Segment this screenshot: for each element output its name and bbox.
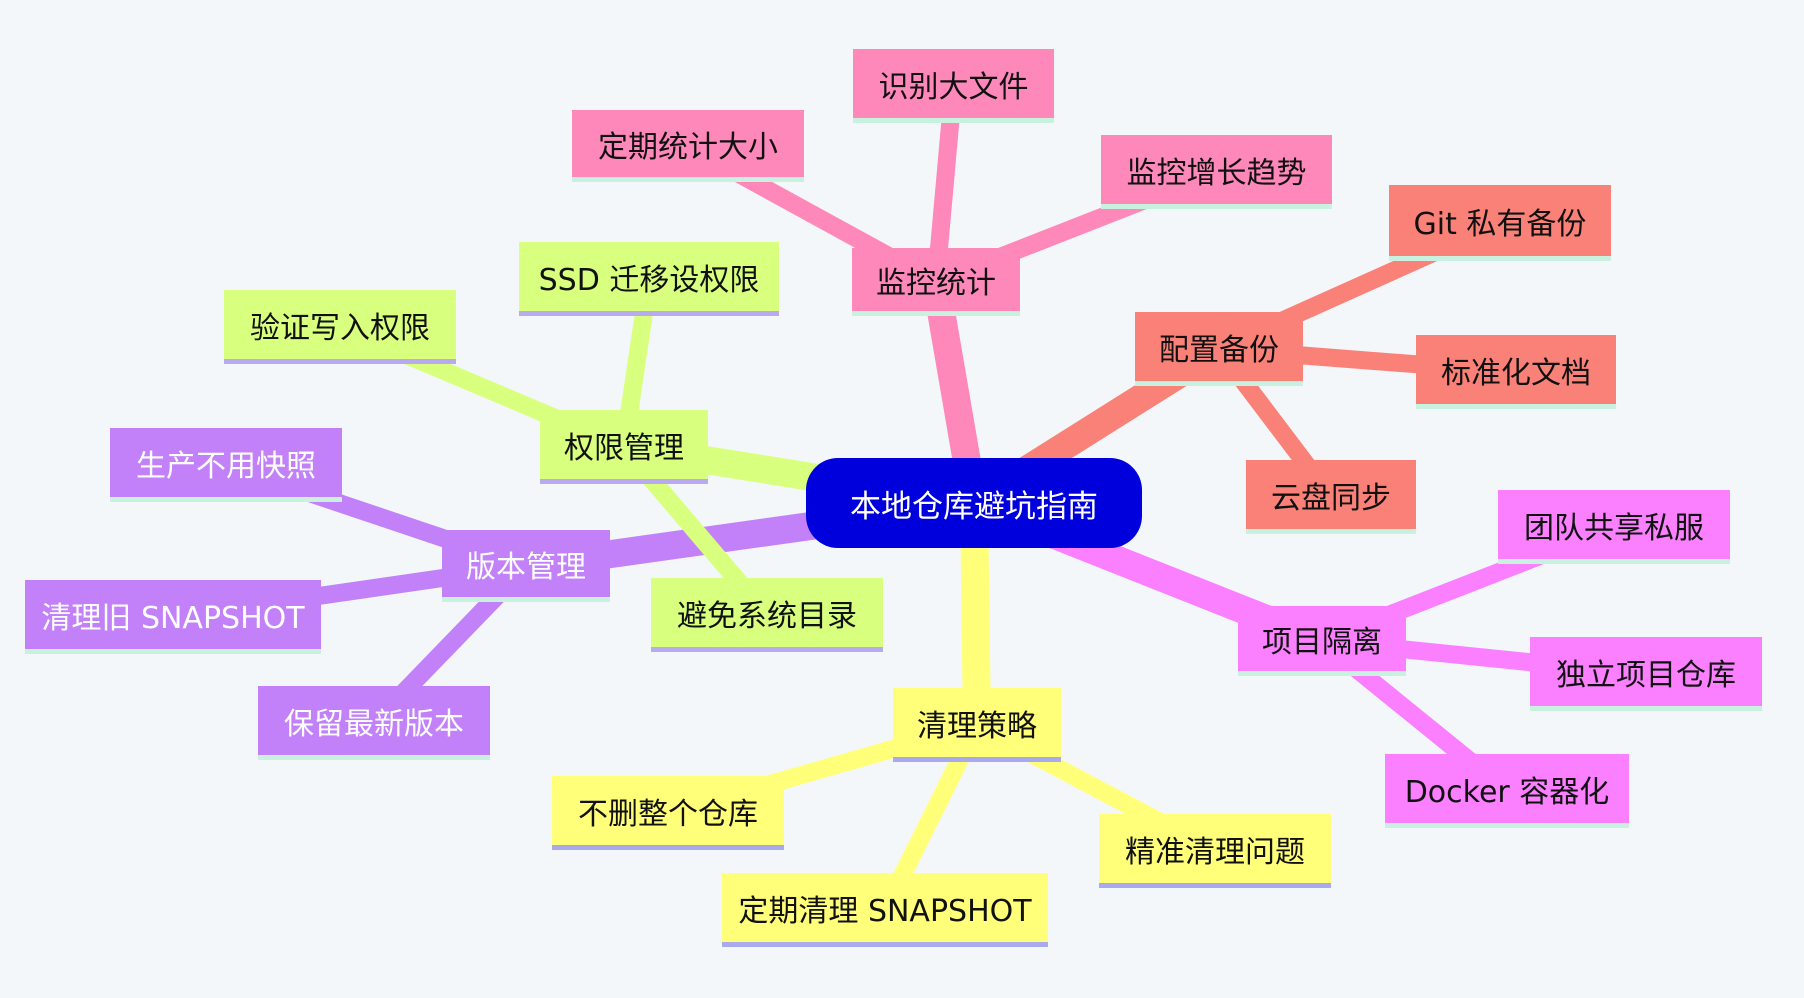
leaf-node[interactable]: 独立项目仓库	[1530, 637, 1762, 711]
root-node[interactable]: 本地仓库避坑指南	[806, 458, 1142, 548]
leaf-node[interactable]: 云盘同步	[1246, 460, 1416, 534]
leaf-node[interactable]: 生产不用快照	[110, 428, 342, 502]
leaf-node[interactable]: 保留最新版本	[258, 686, 490, 760]
leaf-node[interactable]: 定期清理 SNAPSHOT	[722, 873, 1048, 947]
branch-node-isolate[interactable]: 项目隔离	[1238, 606, 1406, 676]
leaf-node[interactable]: 监控增长趋势	[1101, 135, 1332, 209]
branch-node-version[interactable]: 版本管理	[442, 530, 610, 602]
leaf-node[interactable]: 验证写入权限	[224, 290, 456, 364]
leaf-node[interactable]: 定期统计大小	[572, 110, 804, 182]
branch-node-cleanup[interactable]: 清理策略	[893, 688, 1061, 762]
leaf-node[interactable]: 识别大文件	[853, 49, 1054, 123]
leaf-node[interactable]: 避免系统目录	[651, 578, 883, 652]
leaf-node[interactable]: 精准清理问题	[1099, 814, 1331, 888]
leaf-node[interactable]: 清理旧 SNAPSHOT	[25, 580, 321, 654]
leaf-node[interactable]: 标准化文档	[1416, 335, 1616, 409]
leaf-node[interactable]: 团队共享私服	[1498, 490, 1730, 564]
branch-node-monitor[interactable]: 监控统计	[852, 248, 1020, 316]
leaf-node[interactable]: 不删整个仓库	[552, 776, 784, 850]
leaf-node[interactable]: Docker 容器化	[1385, 754, 1629, 828]
leaf-node[interactable]: Git 私有备份	[1389, 185, 1611, 261]
branch-node-config[interactable]: 配置备份	[1135, 312, 1303, 386]
branch-node-perm[interactable]: 权限管理	[540, 410, 708, 484]
leaf-node[interactable]: SSD 迁移设权限	[519, 242, 779, 316]
